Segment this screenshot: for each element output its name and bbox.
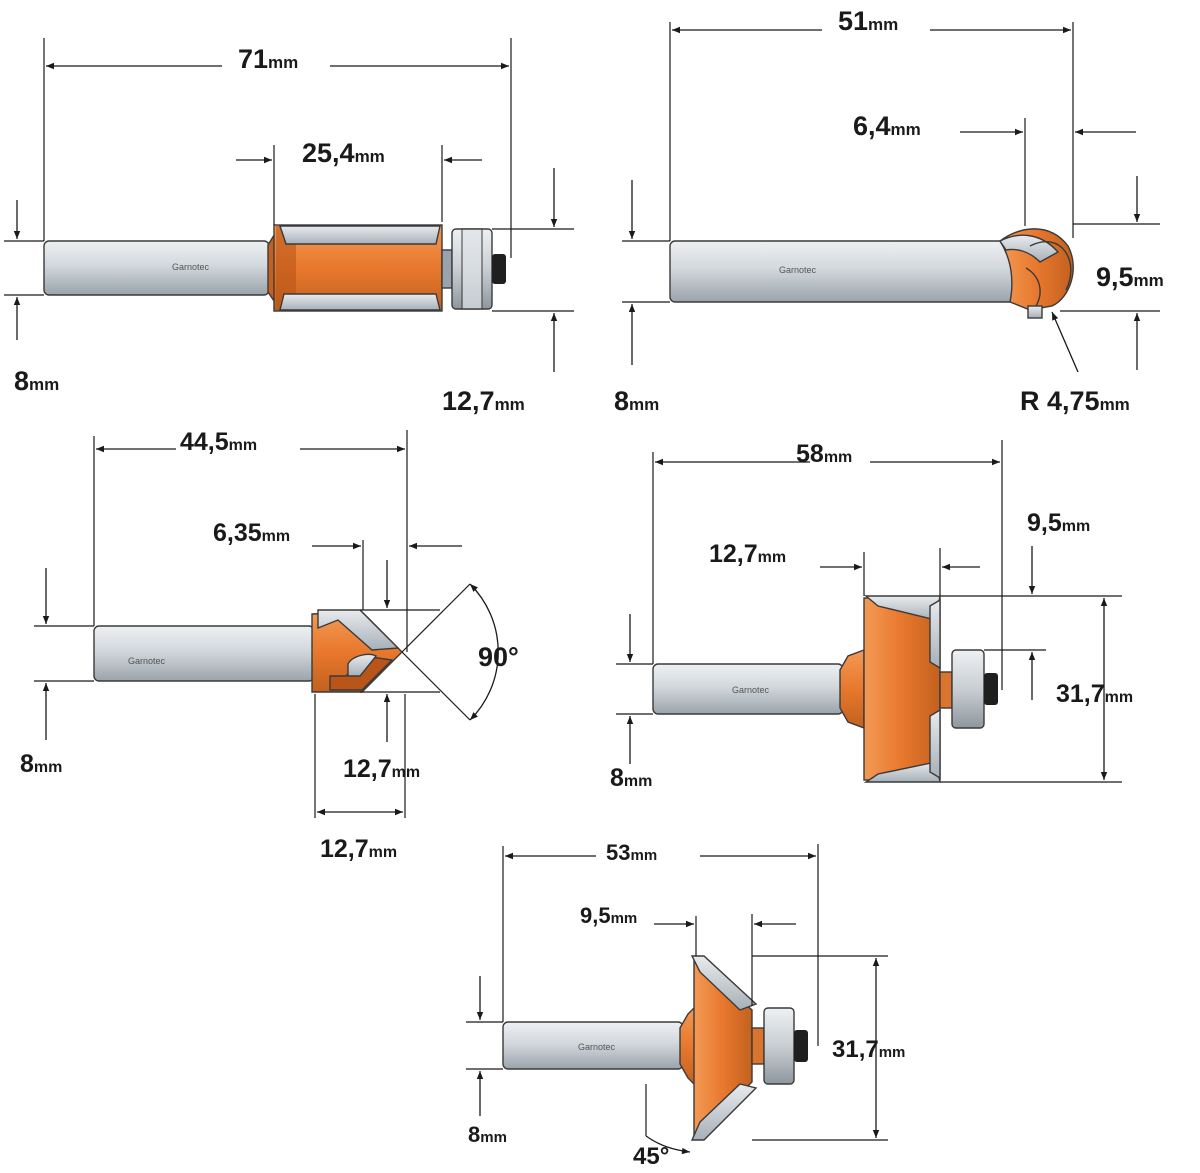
- dimension-lines: [616, 440, 1122, 783]
- brand-text: Garnotec: [732, 685, 770, 695]
- dim-label-angle: 45°: [633, 1143, 669, 1170]
- dim-label-cutter-width: 12,7mm: [320, 835, 397, 863]
- dim-label-cutting-height: 12,7mm: [709, 540, 786, 568]
- bit-drawing: Garnotec: [502, 955, 808, 1141]
- dim-label-cutting-length: 6,4mm: [853, 111, 921, 141]
- dim-label-cutting-depth: 6,35mm: [213, 519, 290, 547]
- dim-label-cutting-length: 25,4mm: [302, 138, 385, 168]
- dim-label-overall-length: 53mm: [606, 840, 657, 865]
- dim-label-shank-diameter: 8mm: [614, 386, 659, 416]
- dimension-lines: [622, 22, 1160, 373]
- dim-label-cutter-diameter: 9,5mm: [1096, 262, 1164, 292]
- dim-label-shank-diameter: 8mm: [610, 764, 652, 792]
- dim-label-shank-diameter: 8mm: [20, 750, 62, 778]
- dim-label-shank-diameter: 8mm: [468, 1122, 507, 1147]
- dim-label-angle: 90°: [478, 642, 519, 672]
- dim-label-overall-length: 58mm: [796, 440, 852, 468]
- bit-drawing: Garnotec: [652, 595, 998, 783]
- dim-label-rabbet-depth: 9,5mm: [1027, 509, 1090, 537]
- bit-drawing: Garnotec: [669, 228, 1074, 319]
- dim-label-shank-diameter: 8mm: [14, 366, 59, 396]
- dim-label-cutter-diameter: 31,7mm: [1056, 680, 1133, 708]
- brand-text: Garnotec: [578, 1042, 616, 1052]
- bit-drawing: Garnotec: [93, 609, 403, 693]
- dim-label-cutter-diameter: 12,7mm: [442, 386, 525, 416]
- dim-label-cutting-height: 12,7mm: [343, 755, 420, 783]
- bit-drawing: Garnotec: [43, 224, 506, 312]
- dim-label-radius: R 4,75mm: [1020, 386, 1130, 416]
- dimension-lines: [4, 38, 574, 372]
- brand-text: Garnotec: [779, 265, 817, 275]
- dim-label-chamfer-width: 9,5mm: [580, 903, 637, 928]
- dimension-lines: [34, 430, 499, 818]
- brand-text: Garnotec: [128, 656, 166, 666]
- dim-label-overall-length: 71mm: [238, 44, 298, 74]
- rabbet-bit: Garnotec 58mm 9,5mm 12,7mm 31,7mm 8mm: [610, 440, 1133, 792]
- dim-label-cutter-diameter: 31,7mm: [832, 1036, 905, 1063]
- v-groove-bit: Garnotec 44,5mm 6,35mm 90°: [20, 428, 519, 863]
- dimension-lines: [466, 844, 888, 1155]
- flush-trim-bit: Garnotec 71mm 25,4mm 8mm 12,7mm: [4, 38, 574, 416]
- dim-label-overall-length: 44,5mm: [180, 428, 257, 456]
- round-nose-bit: Garnotec 51mm 6,4mm 9,5mm 8mm R 4,75mm: [614, 6, 1164, 416]
- brand-text: Garnotec: [172, 262, 210, 272]
- chamfer-bit: Garnotec 53mm 9,5mm 31,7mm 8mm 45°: [466, 840, 905, 1170]
- dim-label-overall-length: 51mm: [838, 6, 898, 36]
